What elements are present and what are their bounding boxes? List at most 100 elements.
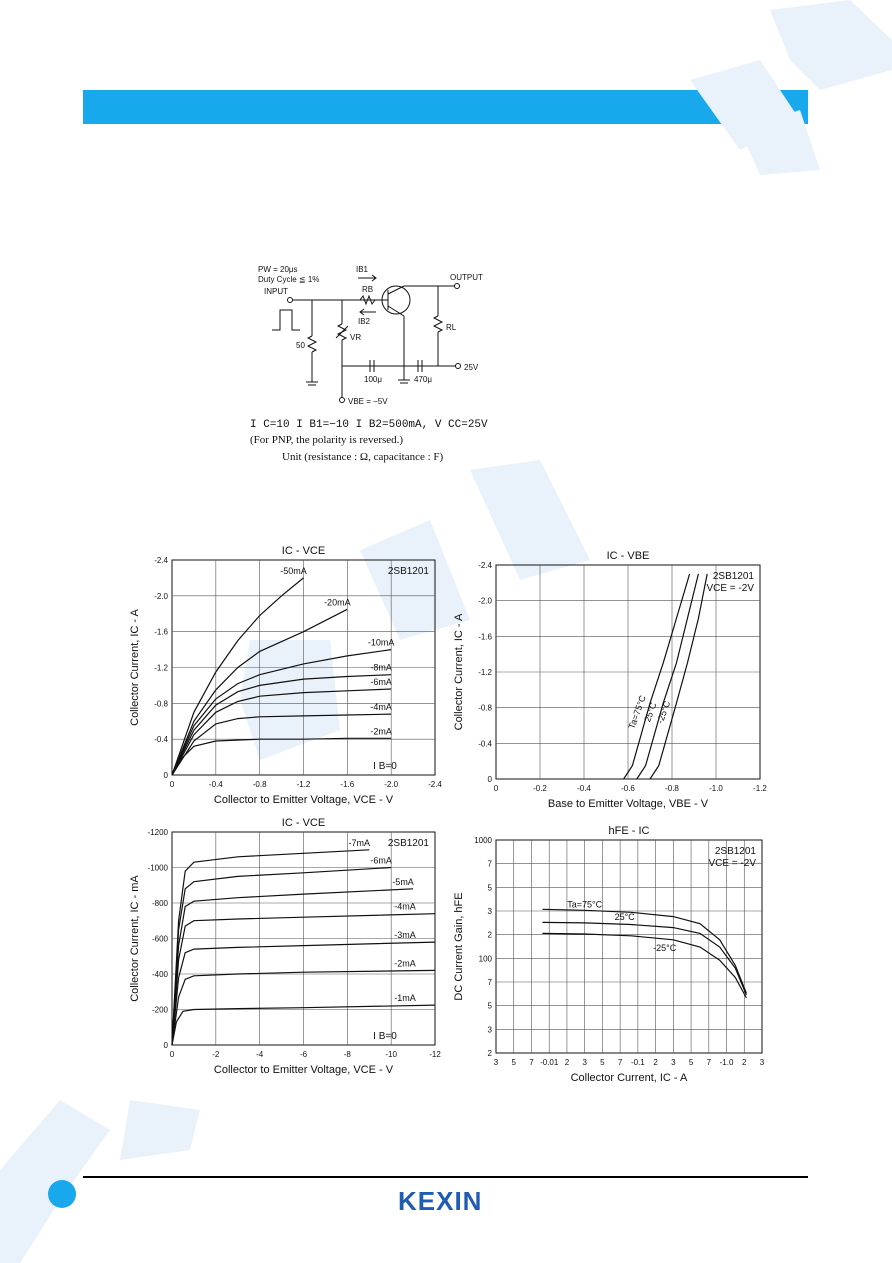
x-axis-label: Collector Current, IC - A — [571, 1072, 688, 1084]
series-line — [542, 921, 747, 996]
series-label: -1mA — [394, 993, 416, 1003]
series-label: -10mA — [368, 638, 395, 648]
chart-title: IC - VCE — [282, 817, 325, 829]
y-tick-label: 5 — [488, 1002, 493, 1011]
y-axis-label: Collector Current, IC - A — [453, 613, 465, 730]
x-axis-label: Collector to Emitter Voltage, VCE - V — [214, 794, 394, 806]
y-tick-label: -1.6 — [478, 632, 492, 641]
x-tick-label: -6 — [300, 1050, 308, 1059]
switching-test-circuit: PW = 20μs Duty Cycle ≦ 1% INPUT OUTPUT I… — [258, 265, 483, 406]
ib2-label: IB2 — [358, 317, 371, 326]
y-tick-label: 7 — [488, 860, 493, 869]
chart-title: IC - VCE — [282, 545, 325, 557]
y-tick-label: 2 — [488, 931, 493, 940]
series-line — [171, 941, 436, 1046]
y-tick-label: -0.4 — [478, 739, 492, 748]
chart-ic-vce-a: 0-0.4-0.8-1.2-1.6-2.0-2.40-0.4-0.8-1.2-1… — [129, 545, 442, 806]
chart-title: hFE - IC — [609, 825, 650, 837]
series-label: -2mA — [370, 726, 392, 736]
y-tick-label: -2.4 — [154, 556, 168, 565]
series-label: -20mA — [324, 597, 351, 607]
x-tick-label: -0.6 — [621, 784, 635, 793]
series-label: 25°C — [615, 912, 636, 922]
chart-model-label: 2SB1201 — [388, 566, 430, 577]
x-axis-label: Collector to Emitter Voltage, VCE - V — [214, 1064, 394, 1076]
y-tick-label: -2.0 — [478, 597, 492, 606]
y-tick-label: -2.0 — [154, 592, 168, 601]
y-tick-label: -0.8 — [478, 704, 492, 713]
pw-label: PW = 20μs — [258, 265, 298, 274]
series-line — [171, 866, 392, 1046]
y-tick-label: -2.4 — [478, 561, 492, 570]
kexin-logo: KEXIN — [398, 1186, 483, 1216]
y-tick-label: 5 — [488, 883, 493, 892]
rb-label: RB — [362, 285, 373, 294]
series-line — [171, 737, 392, 776]
c1-label: 100μ — [364, 375, 382, 384]
series-label: -4mA — [394, 902, 416, 912]
polarity-note: (For PNP, the polarity is reversed.) — [250, 434, 404, 446]
x-tick-label: 7 — [707, 1058, 712, 1067]
y-tick-label: -800 — [152, 899, 169, 908]
unit-note: Unit (resistance : Ω, capacitance : F) — [282, 451, 444, 463]
vcc-label: 25V — [464, 363, 479, 372]
series-line — [171, 649, 392, 776]
y-tick-label: -0.4 — [154, 735, 168, 744]
y-tick-label: -400 — [152, 970, 169, 979]
x-tick-label: 7 — [618, 1058, 623, 1067]
x-axis-label: Base to Emitter Voltage, VBE - V — [548, 798, 709, 810]
vbe-label: VBE = −5V — [348, 397, 388, 406]
chart-title: IC - VBE — [607, 550, 650, 562]
series-line — [171, 674, 392, 776]
output-label: OUTPUT — [450, 273, 483, 282]
x-tick-label: -1.0 — [720, 1058, 734, 1067]
x-tick-label: -8 — [344, 1050, 352, 1059]
series-line — [171, 913, 436, 1046]
x-tick-label: -4 — [256, 1050, 264, 1059]
rl-label: RL — [446, 323, 457, 332]
series-label: -3mA — [394, 930, 416, 940]
series-label: -4mA — [370, 702, 392, 712]
series-label: -6mA — [370, 677, 392, 687]
x-tick-label: 3 — [494, 1058, 499, 1067]
y-tick-label: -1000 — [148, 864, 169, 873]
x-tick-label: -0.8 — [253, 780, 267, 789]
y-tick-label: 1000 — [474, 836, 492, 845]
series-label: -50mA — [280, 566, 307, 576]
circuit-equation: I C=10 I B1=−10 I B2=500mA, V CC=25V — [250, 419, 488, 431]
x-tick-label: -0.2 — [533, 784, 547, 793]
chart-ic-vbe: 0-0.2-0.4-0.6-0.8-1.0-1.20-0.4-0.8-1.2-1… — [453, 550, 767, 810]
series-line — [649, 573, 708, 780]
chart-annotation: I B=0 — [373, 1031, 397, 1042]
x-tick-label: 0 — [494, 784, 499, 793]
ib1-label: IB1 — [356, 265, 369, 274]
series-label: -2mA — [394, 958, 416, 968]
y-tick-label: 2 — [488, 1049, 493, 1058]
vr-label: VR — [350, 333, 361, 342]
y-tick-label: -1.2 — [478, 668, 492, 677]
x-tick-label: -0.4 — [209, 780, 223, 789]
chart-condition-label: VCE = -2V — [708, 858, 756, 869]
y-tick-label: -1200 — [148, 828, 169, 837]
series-line — [171, 713, 392, 776]
series-label: Ta=75°C — [567, 899, 602, 909]
x-tick-label: -10 — [385, 1050, 397, 1059]
series-line — [171, 969, 436, 1046]
series-label: -5mA — [392, 877, 414, 887]
x-tick-label: 2 — [742, 1058, 747, 1067]
series-label: -7mA — [348, 838, 370, 848]
x-tick-label: 3 — [582, 1058, 587, 1067]
x-tick-label: -0.1 — [631, 1058, 645, 1067]
x-tick-label: 5 — [689, 1058, 694, 1067]
x-tick-label: -0.8 — [665, 784, 679, 793]
y-axis-label: DC Current Gain, hFE — [453, 892, 465, 1000]
footer-rule — [83, 1176, 808, 1178]
x-tick-label: -2 — [212, 1050, 220, 1059]
c2-label: 470μ — [414, 375, 432, 384]
series-label: -25°C — [655, 699, 672, 725]
series-line — [171, 888, 414, 1046]
y-tick-label: -0.8 — [154, 699, 168, 708]
y-axis-label: Collector Current, IC - mA — [129, 875, 141, 1002]
